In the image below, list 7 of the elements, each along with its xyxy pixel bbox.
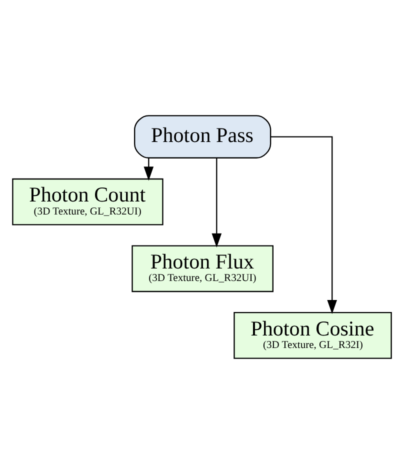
arrow xyxy=(270,136,338,314)
node-box: Photon Pass xyxy=(134,115,272,158)
node-box: Photon Count (3D Texture, GL_R32UI) xyxy=(12,178,164,226)
arrow xyxy=(212,158,222,248)
node-box: Photon Flux (3D Texture, GL_R32UI) xyxy=(132,245,274,292)
arrow xyxy=(144,158,154,181)
node-box: Photon Cosine (3D Texture, GL_R32I) xyxy=(234,312,392,359)
